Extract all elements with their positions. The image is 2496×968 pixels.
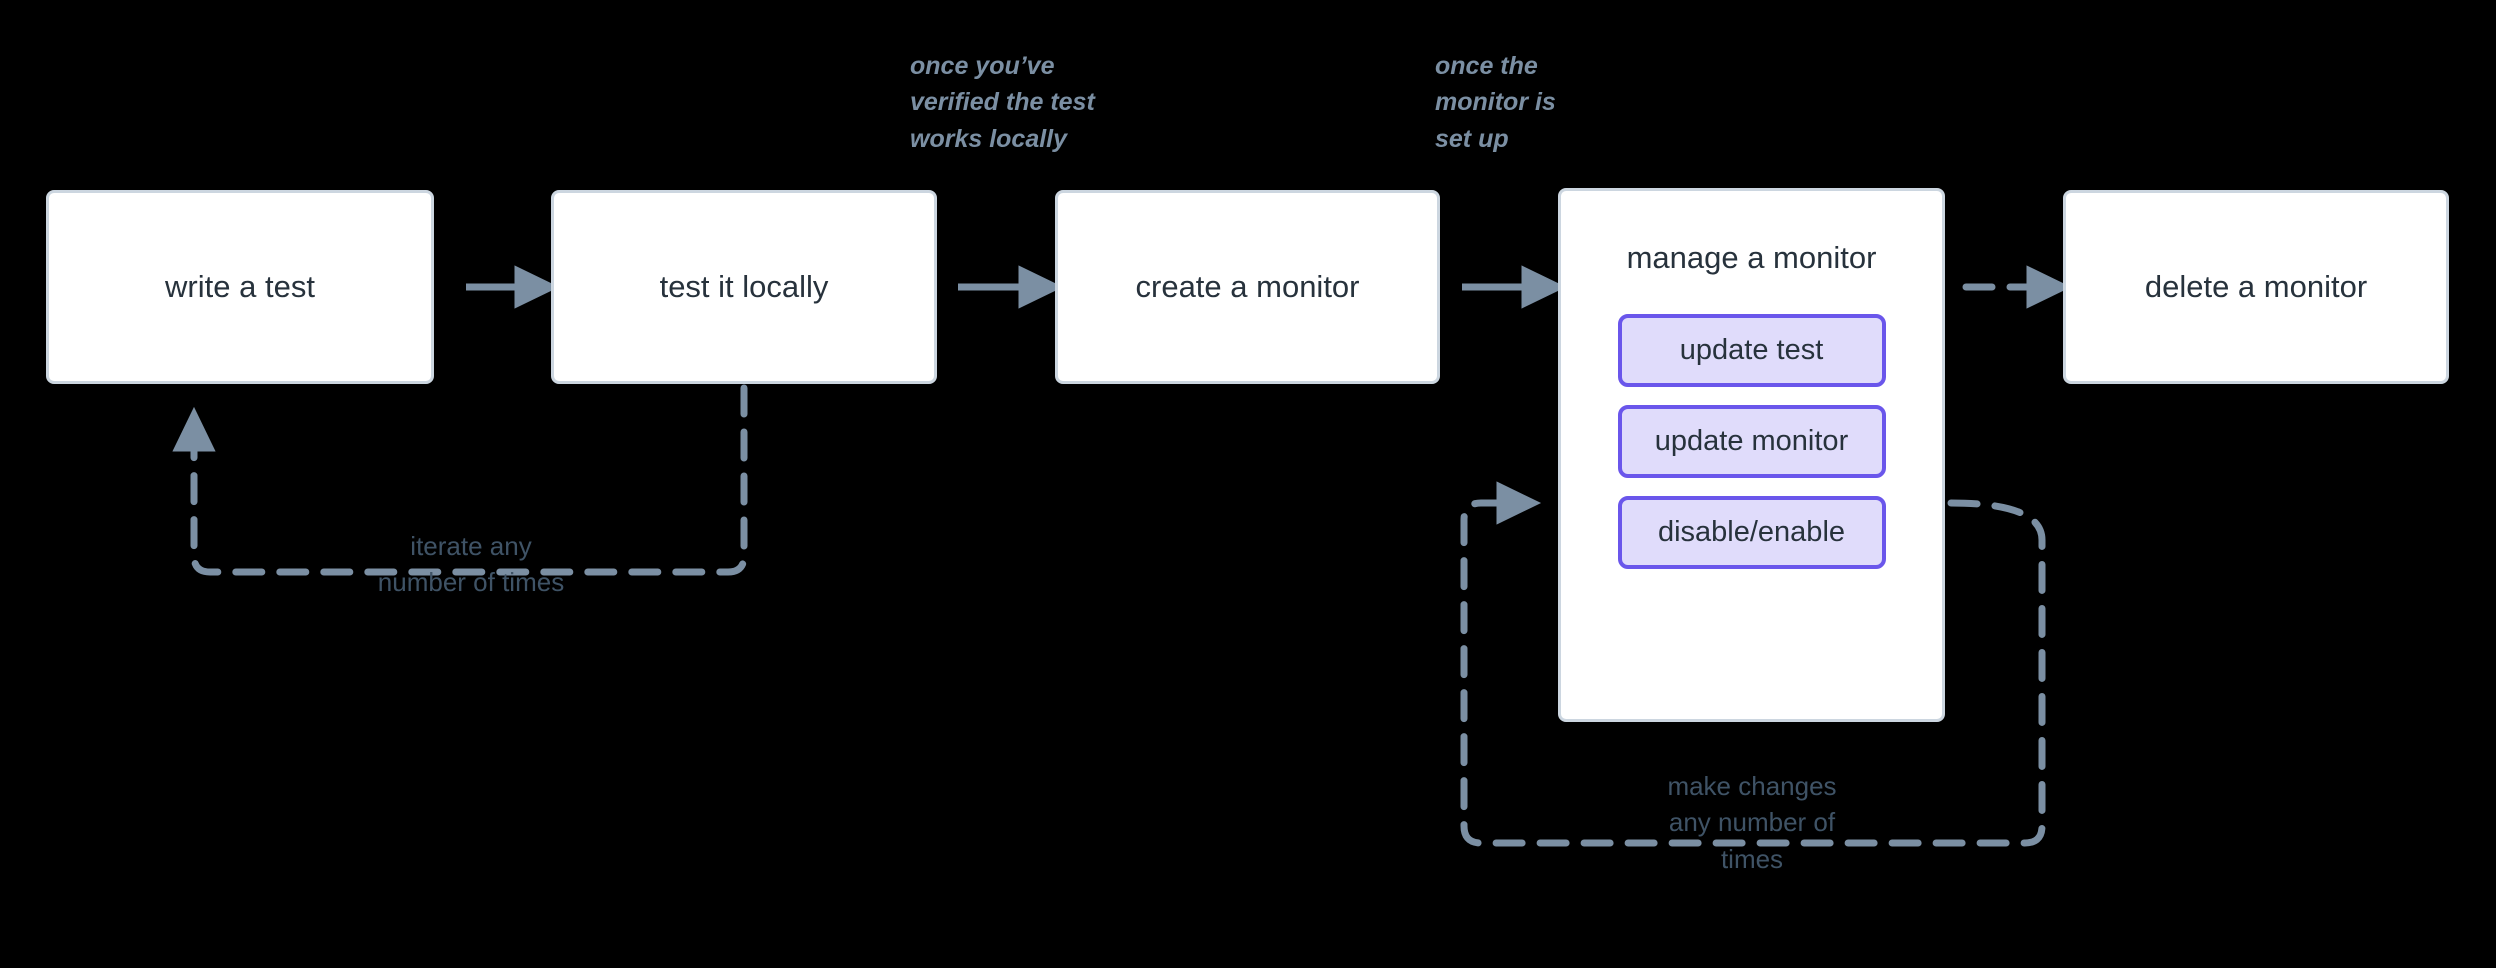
make-changes-loop-label: make changes any number of times (1667, 771, 1837, 874)
sub-action-disable-enable[interactable]: disable/enable (1617, 496, 1886, 570)
stage-box-create-a-monitor[interactable]: create a monitor (1055, 190, 1440, 384)
stage-label-delete-a-monitor: delete a monitor (2144, 269, 2368, 305)
sub-action-label-update-monitor: update monitor (1654, 425, 1849, 458)
sub-action-update-monitor[interactable]: update monitor (1617, 405, 1886, 479)
stage-box-test-it-locally[interactable]: test it locally (551, 190, 937, 384)
stage-label-test-it-locally: test it locally (659, 269, 829, 305)
sub-action-label-disable-enable: disable/enable (1657, 516, 1846, 549)
sub-action-list: update test update monitor disable/enabl… (1561, 314, 1942, 570)
iterate-loop-label: iterate any number of times (377, 531, 565, 598)
note-monitor-set-up: once the monitor is set up (1435, 52, 1556, 153)
stage-box-manage-a-monitor[interactable]: manage a monitor update test update moni… (1558, 188, 1945, 722)
stage-box-delete-a-monitor[interactable]: delete a monitor (2063, 190, 2449, 384)
stage-box-write-a-test[interactable]: write a test (46, 190, 434, 384)
stage-label-manage-a-monitor: manage a monitor (1626, 240, 1877, 275)
note-verified-locally: once you’ve verified the test works loca… (910, 52, 1095, 153)
stage-label-write-a-test: write a test (165, 269, 315, 305)
stage-label-create-a-monitor: create a monitor (1135, 269, 1360, 305)
sub-action-label-update-test: update test (1679, 334, 1824, 367)
sub-action-update-test[interactable]: update test (1617, 314, 1886, 388)
